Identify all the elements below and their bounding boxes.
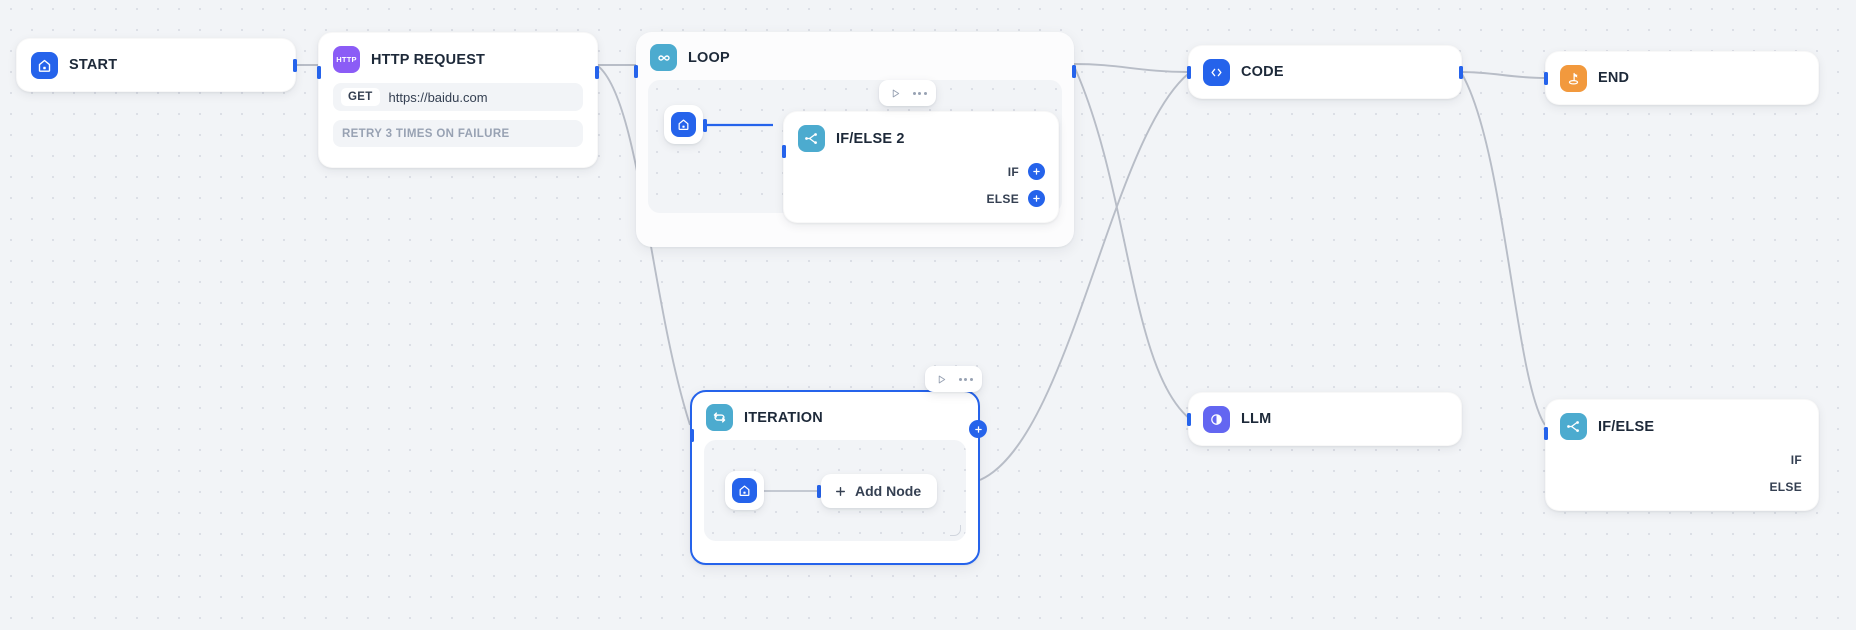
if-else-header: IF/ELSE [1546, 400, 1818, 440]
branch-row-if[interactable]: IF [784, 158, 1058, 185]
home-icon [31, 51, 58, 79]
home-icon [732, 478, 757, 503]
play-icon[interactable] [885, 83, 906, 103]
branch-row-if[interactable]: IF [1546, 446, 1818, 473]
node-title: IF/ELSE [1598, 418, 1655, 435]
iteration-start-output-handle[interactable] [817, 484, 821, 498]
node-title: HTTP REQUEST [371, 51, 486, 68]
edge-loop-to-code [1073, 63, 1189, 73]
add-node-button[interactable]: Add Node [821, 474, 938, 508]
if-else-2-input-handle[interactable] [782, 145, 786, 158]
node-title: LLM [1241, 411, 1272, 427]
branch-icon [1560, 413, 1587, 440]
end-header: END [1546, 52, 1818, 104]
if-else-input-handle[interactable] [1544, 427, 1548, 440]
loop-inner-start-handle[interactable] [664, 105, 703, 144]
iteration-header: ITERATION [692, 392, 978, 440]
branch-label: ELSE [986, 191, 1019, 206]
edge-loop-to-llm [1073, 65, 1191, 420]
node-code[interactable]: CODE [1187, 45, 1463, 99]
branch-label: IF [1007, 164, 1019, 179]
loop-input-handle[interactable] [634, 65, 638, 78]
branch-label: ELSE [1769, 479, 1802, 494]
branch-label: IF [1790, 452, 1802, 467]
edge-code-to-ifelse [1461, 73, 1546, 426]
llm-header: LLM [1189, 393, 1461, 445]
plus-icon [836, 486, 845, 496]
branch-icon [798, 125, 825, 152]
http-input-handle[interactable] [317, 66, 321, 79]
loop-output-handle[interactable] [1072, 65, 1076, 78]
branch-row-else[interactable]: ELSE [1546, 473, 1818, 500]
node-start[interactable]: START [16, 38, 297, 92]
home-icon [671, 112, 696, 137]
http-output-handle[interactable] [595, 66, 599, 79]
http-retry-row: RETRY 3 TIMES ON FAILURE [333, 120, 583, 147]
loop-refresh-icon [706, 404, 733, 431]
iteration-toolbar[interactable] [925, 366, 982, 392]
if-else-2-branches: IF ELSE [784, 152, 1058, 223]
loop-header: LOOP [636, 32, 1074, 80]
edge-code-to-end [1459, 71, 1546, 79]
iteration-inner-edge-layer [764, 490, 820, 492]
more-horizontal-icon[interactable] [955, 369, 976, 389]
if-else-2-header: IF/ELSE 2 [784, 112, 1058, 152]
node-title: ITERATION [744, 409, 823, 426]
http-header: HTTP HTTP REQUEST [319, 33, 597, 73]
iteration-resize-grip[interactable] [950, 525, 961, 536]
end-input-handle[interactable] [1544, 71, 1548, 85]
http-icon: HTTP [333, 46, 360, 73]
branch-row-else[interactable]: ELSE [784, 185, 1058, 212]
node-end[interactable]: END [1544, 51, 1819, 105]
node-title: LOOP [688, 49, 730, 66]
code-brackets-icon [1203, 58, 1230, 86]
play-icon[interactable] [931, 369, 952, 389]
node-http-request[interactable]: HTTP HTTP REQUEST GET https://baidu.com … [317, 32, 599, 168]
node-title: IF/ELSE 2 [836, 130, 905, 147]
start-output-handle[interactable] [293, 58, 297, 72]
code-output-handle[interactable] [1459, 65, 1463, 79]
more-horizontal-icon[interactable] [909, 83, 930, 103]
http-method-badge: GET [341, 88, 380, 106]
http-url-row[interactable]: GET https://baidu.com [333, 83, 583, 111]
code-header: CODE [1189, 46, 1461, 98]
http-url-value: https://baidu.com [388, 89, 488, 105]
add-node-label: Add Node [855, 483, 922, 499]
llm-input-handle[interactable] [1187, 412, 1191, 426]
loop-start-output-handle[interactable] [703, 118, 707, 132]
node-loop[interactable]: LOOP [634, 32, 1076, 247]
if-else-branches: IF ELSE [1546, 440, 1818, 511]
iteration-body: Add Node [704, 440, 966, 541]
more-dots [958, 377, 973, 381]
node-if-else-2[interactable]: IF/ELSE 2 IF ELSE [782, 111, 1059, 223]
if-else-2-toolbar[interactable] [879, 80, 936, 106]
node-if-else[interactable]: IF/ELSE IF ELSE [1544, 399, 1819, 511]
add-branch-node-button-if[interactable] [1028, 163, 1045, 180]
iteration-inner-start-handle[interactable] [725, 471, 764, 510]
iteration-input-handle[interactable] [690, 429, 694, 442]
code-input-handle[interactable] [1187, 65, 1191, 79]
node-title: END [1598, 70, 1630, 86]
node-llm[interactable]: LLM [1187, 392, 1462, 446]
llm-circle-icon [1203, 405, 1230, 433]
iteration-add-next-button[interactable] [969, 420, 987, 438]
http-icon-label: HTTP [336, 55, 357, 64]
start-header: START [17, 39, 295, 91]
node-iteration[interactable]: ITERATION Add Node [690, 390, 987, 565]
node-title: CODE [1241, 64, 1284, 80]
more-dots [912, 91, 927, 95]
infinity-icon [650, 44, 677, 71]
http-retry-label: RETRY 3 TIMES ON FAILURE [342, 127, 510, 140]
loop-inner-edge-layer [706, 123, 773, 127]
add-branch-node-button-else[interactable] [1028, 190, 1045, 207]
node-title: START [69, 57, 118, 73]
flag-goal-icon [1560, 64, 1587, 92]
